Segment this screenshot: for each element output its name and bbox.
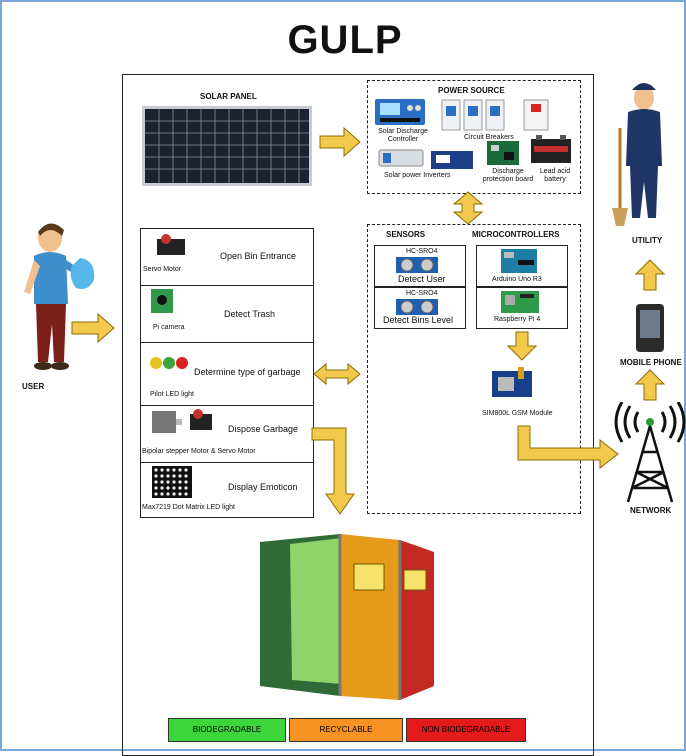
servo-motor-icon (157, 234, 185, 255)
mobile-phone-label: MOBILE PHONE (620, 358, 682, 367)
category-badge: NON BIODEGRADABLE (406, 718, 526, 742)
category-label: NON BIODEGRADABLE (421, 725, 511, 734)
battery-label: Lead acid battery (539, 168, 571, 183)
raspberry-label: Raspberry Pi 4 (494, 316, 541, 323)
step-title: Display Emoticon (228, 482, 298, 492)
solar-panel-image (142, 106, 312, 186)
solar-controller-image (375, 99, 425, 125)
gsm-module-image (492, 367, 532, 397)
microcontrollers-label: MICROCONTROLLERS (472, 230, 560, 239)
network-tower-icon (614, 402, 686, 503)
inverter2-image (431, 151, 473, 169)
category-badge: BIODEGRADABLE (168, 718, 286, 742)
category-label: BIODEGRADABLE (192, 725, 262, 734)
category-label: RECYCLABLE (319, 725, 373, 734)
sensor-bins-box (374, 287, 466, 329)
dot-matrix-icon (152, 466, 192, 498)
network-label: NETWORK (630, 506, 672, 515)
protection-board-label: Discharge protection board (482, 168, 534, 183)
detect-bins-level-label: Detect Bins Level (383, 315, 454, 325)
category-badge: RECYCLABLE (289, 718, 403, 742)
battery-image (531, 135, 571, 163)
step-component: Servo Motor (143, 266, 182, 273)
step-component: Pilot LED light (150, 391, 194, 398)
step-title: Dispose Garbage (228, 424, 299, 434)
pilot-led-icon (150, 357, 188, 369)
protection-board-image (487, 141, 519, 165)
step-title: Determine type of garbage (194, 367, 301, 377)
raspberry-pi-image (501, 291, 539, 313)
utility-worker-figure (612, 83, 662, 226)
step-component: Bipolar stepper Motor & Servo Motor (142, 448, 256, 455)
solar-controller-label: Solar Discharge Controller (378, 128, 428, 143)
ultrasonic-sensor-icon (396, 299, 438, 315)
hc-sr04-label: HC-SRO4 (406, 290, 438, 297)
utility-label: UTILITY (632, 236, 663, 245)
page-title: GULP (287, 18, 403, 62)
step-box (140, 342, 314, 406)
gsm-label: SIM800L GSM Module (482, 410, 553, 417)
detect-user-label: Detect User (398, 274, 446, 284)
arrow-network-to-phone (634, 369, 666, 401)
ultrasonic-sensor-icon (396, 257, 438, 273)
sensors-label: SENSORS (386, 230, 426, 239)
arduino-image (501, 249, 537, 273)
inverters-label: Solar power Inverters (384, 172, 451, 179)
inverter-image (378, 149, 424, 167)
circuit-breakers-label: Circuit Breakers (464, 134, 514, 141)
step-title: Open Bin Entrance (220, 251, 297, 261)
hc-sr04-label: HC-SRO4 (406, 248, 438, 255)
mobile-phone-image (636, 304, 664, 352)
user-figure (24, 223, 95, 370)
circuit-breakers-image (441, 99, 505, 131)
breaker-switch-image (523, 99, 549, 131)
arrow-phone-to-utility (634, 259, 666, 291)
step-title: Detect Trash (224, 309, 276, 319)
stepper-servo-icon (152, 409, 212, 433)
smart-bin-image (260, 534, 434, 700)
solar-panel-label: SOLAR PANEL (200, 92, 257, 101)
step-component: Pi camera (153, 324, 185, 331)
power-source-label: POWER SOURCE (438, 86, 505, 95)
arduino-label: Arduino Uno R3 (492, 276, 542, 283)
step-component: Max7219 Dot Matrix LED light (142, 504, 235, 511)
pi-camera-icon (151, 289, 173, 313)
user-label: USER (22, 382, 45, 391)
